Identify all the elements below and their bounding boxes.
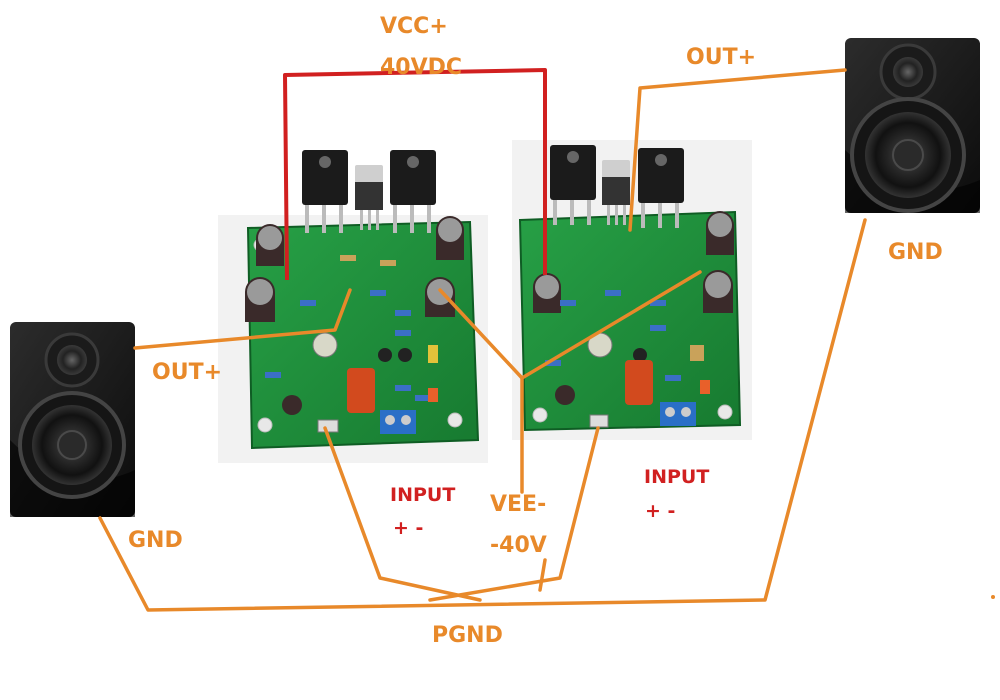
pgnd-right-board-wire [428,426,600,602]
out-left-wire [133,288,352,350]
terminal-block-icon [380,410,416,434]
terminal-block-icon [660,402,696,426]
out-right-wire [628,68,847,232]
signal-wires [98,68,867,612]
input-left-label: INPUT [390,484,456,506]
transistor-icon [638,148,684,228]
speaker-right-icon [845,38,980,213]
capacitor-icon [436,216,464,260]
capacitor-icon [425,277,455,317]
pgnd-label: PGND [432,623,503,648]
gnd-left-wire [98,218,867,612]
input-right-polarity: + - [645,500,676,522]
vcc-voltage-label: 40VDC [380,55,463,80]
speaker-left-icon [10,322,135,517]
transistor-icon [390,150,436,233]
vcc-label: VCC+ [380,14,448,39]
transistor-icon [602,160,630,225]
gnd-left-label: GND [128,528,183,553]
capacitor-icon [256,224,284,266]
amplifier-board-left [218,150,488,463]
capacitor-icon [245,277,275,322]
capacitor-icon [703,270,733,313]
capacitor-icon [706,211,734,255]
transistor-icon [550,145,596,225]
transistor-icon [355,165,383,230]
input-right-label: INPUT [644,466,710,488]
vcc-wire [283,68,547,281]
capacitor-icon [533,273,561,313]
transistor-icon [302,150,348,233]
gnd-right-label: GND [888,240,943,265]
vee-voltage-label: -40V [490,533,547,558]
pgnd-left-board-wire [323,426,482,602]
vee-label: VEE- [490,492,547,517]
stray-dot [991,595,995,599]
input-left-polarity: + - [393,517,424,539]
vee-wire-down [538,558,547,592]
out-left-label: OUT+ [152,360,223,385]
vee-wire-right [520,270,702,380]
out-right-label: OUT+ [686,45,757,70]
